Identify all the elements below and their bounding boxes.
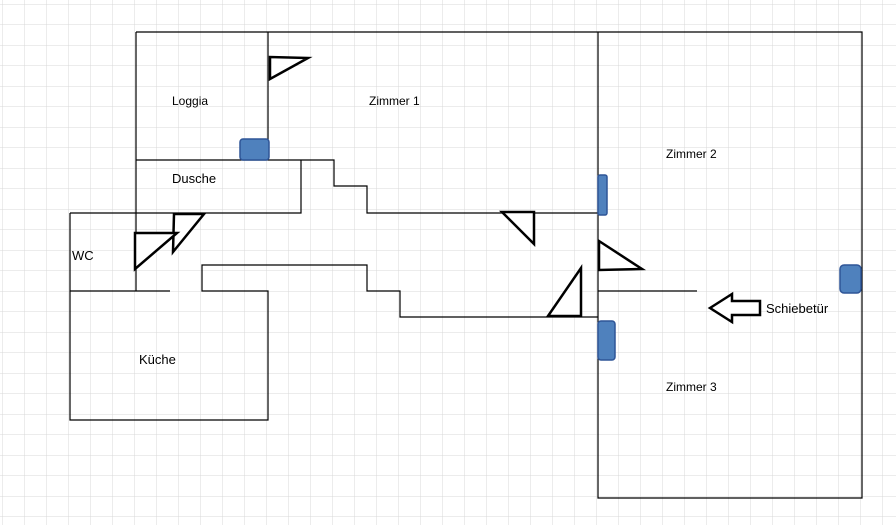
sliding-door-arrow-icon xyxy=(707,291,762,325)
label-kueche: Küche xyxy=(139,352,176,367)
radiator-zimmer2-left xyxy=(597,174,608,216)
label-zimmer1: Zimmer 1 xyxy=(369,94,420,108)
door-wc xyxy=(133,231,181,272)
doors xyxy=(133,55,647,318)
radiator-loggia xyxy=(239,138,270,161)
radiators xyxy=(239,138,862,361)
label-wc: WC xyxy=(72,248,94,263)
radiator-zimmer3 xyxy=(597,320,616,361)
label-dusche: Dusche xyxy=(172,171,216,186)
label-sliding-door: Schiebetür xyxy=(766,301,829,316)
radiator-zimmer2-right xyxy=(839,264,862,294)
door-hall-right xyxy=(545,263,583,318)
wall-wc xyxy=(69,212,598,421)
label-zimmer2: Zimmer 2 xyxy=(666,147,717,161)
door-zimmer2 xyxy=(597,238,647,272)
label-loggia: Loggia xyxy=(172,94,208,108)
label-zimmer3: Zimmer 3 xyxy=(666,380,717,394)
door-hall-left xyxy=(498,210,536,248)
door-zimmer1 xyxy=(268,55,313,82)
